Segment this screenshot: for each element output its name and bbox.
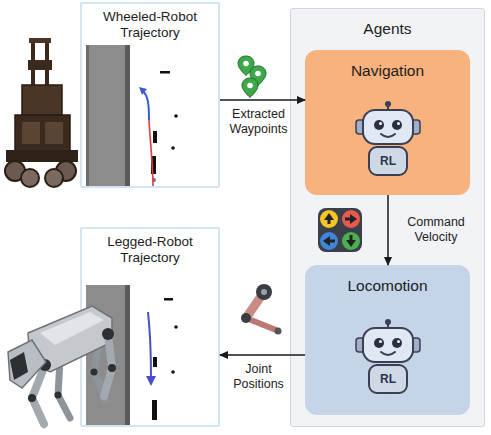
waypoint-icon xyxy=(238,56,266,98)
edge-label: Joint Positions xyxy=(223,362,295,391)
flow-arrow xyxy=(220,99,305,101)
agent-box: NavigationRL xyxy=(305,50,470,195)
node-title: Legged-Robot Trajectory xyxy=(82,234,218,266)
node-title: Navigation xyxy=(305,62,470,80)
legged-robot-illustration xyxy=(28,394,36,402)
legged-robot-illustration xyxy=(32,365,45,424)
edge-label: Extracted Waypoints xyxy=(223,107,295,136)
joint-icon xyxy=(246,292,264,318)
joint-icon xyxy=(275,328,282,335)
wheeled-robot-illustration xyxy=(45,122,63,144)
robot-badge: RL xyxy=(373,370,403,388)
agent-box: LocomotionRL xyxy=(305,265,470,415)
trajectory-panel: Legged-Robot Trajectory xyxy=(80,227,220,427)
node-title: Agents xyxy=(291,20,484,38)
flow-arrow xyxy=(220,354,305,356)
waypoint-icon xyxy=(255,71,261,77)
legged-robot-illustration xyxy=(58,360,70,418)
node-title: Locomotion xyxy=(305,277,470,295)
joint-icon xyxy=(241,313,251,323)
wheeled-robot-illustration xyxy=(22,85,62,115)
wheeled-robot-illustration xyxy=(22,122,40,144)
waypoint-icon xyxy=(243,61,249,67)
waypoint-icon xyxy=(246,68,256,92)
flow-arrow xyxy=(387,195,389,265)
legged-robot-illustration xyxy=(10,352,28,380)
wheeled-robot-illustration xyxy=(5,161,25,181)
legged-robot-illustration xyxy=(8,340,46,388)
waypoint-icon xyxy=(247,83,253,89)
trajectory-panel: Wheeled-Robot Trajectory xyxy=(80,2,220,188)
waypoint-icon xyxy=(242,78,258,98)
wheeled-robot-illustration xyxy=(29,38,51,43)
legged-robot-illustration xyxy=(55,392,62,399)
robot-badge: RL xyxy=(373,152,403,170)
joint-icon xyxy=(261,289,267,295)
legged-robot-illustration xyxy=(39,359,51,371)
wheeled-robot-illustration xyxy=(21,169,39,187)
waypoint-icon xyxy=(238,56,254,76)
joint-icon xyxy=(246,318,276,330)
wheeled-robot-illustration xyxy=(15,115,70,153)
node-title: Wheeled-Robot Trajectory xyxy=(82,9,218,41)
wheeled-robot-illustration xyxy=(28,60,52,70)
edge-label: Command Velocity xyxy=(400,215,472,244)
wheeled-robot-illustration xyxy=(56,161,76,181)
wheeled-robot-illustration xyxy=(5,38,78,187)
wheeled-robot-illustration xyxy=(6,150,78,162)
joint-icon xyxy=(256,284,272,300)
joint-icon xyxy=(241,284,282,335)
wheeled-robot-illustration xyxy=(45,38,49,128)
wheeled-robot-illustration xyxy=(31,38,35,128)
waypoint-icon xyxy=(250,66,266,86)
wheeled-robot-illustration xyxy=(45,169,63,187)
